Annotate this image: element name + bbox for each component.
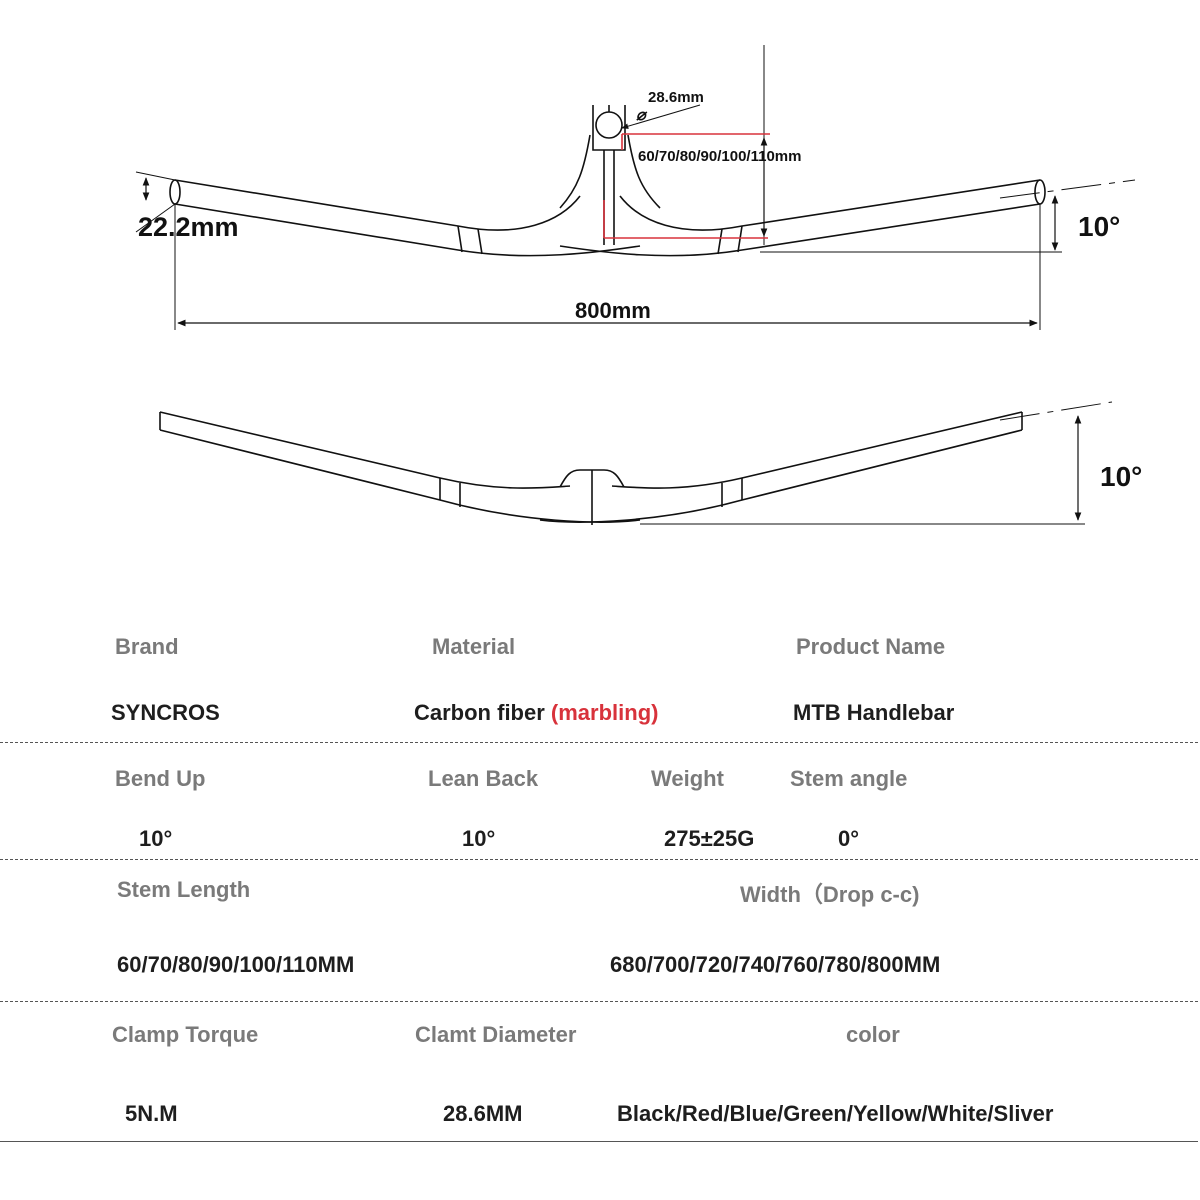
separator [0,859,1198,860]
bottom-rule [0,1141,1198,1142]
material-note: (marbling) [550,700,659,725]
clamp-diameter-label: 28.6mm [648,89,704,106]
bend-top-label: 10° [1100,461,1142,492]
stem-angle-value: 0° [838,826,860,851]
material-label: Material [432,634,516,659]
product-name-value: MTB Handlebar [793,700,955,725]
stem-length-box [603,133,770,239]
material-main: Carbon fiber [414,700,545,725]
stem-angle-label: Stem angle [790,766,908,791]
lean-back-value: 10° [462,826,496,851]
top-view [159,401,1113,525]
bend-up-value: 10° [139,826,173,851]
separator [0,742,1198,743]
clamp-torque-label: Clamp Torque [112,1022,259,1047]
stem-length-label: Stem Length [117,877,251,902]
width-spec-value: 680/700/720/740/760/780/800MM [610,952,941,977]
brand-value: SYNCROS [111,700,220,725]
clamp-leader [621,104,701,129]
bend-front-label: 10° [1078,211,1120,242]
weight-value: 275±25G [664,826,755,851]
clamp-diameter-spec-value: 28.6MM [443,1101,523,1126]
bend-up-label: Bend Up [115,766,206,791]
clamp-diameter-spec-label: Clamt Diameter [415,1022,577,1047]
bar-diameter-label: 22.2mm [138,212,239,242]
product-name-label: Product Name [796,634,946,659]
clamp-torque-value: 5N.M [125,1101,178,1126]
color-value: Black/Red/Blue/Green/Yellow/White/Sliver [617,1101,1054,1126]
width-spec-label: Width（Drop c-c) [740,882,920,907]
stem-length-value: 60/70/80/90/100/110MM [117,952,355,977]
phi-symbol: ⌀ [636,107,648,124]
width-label: 800mm [575,298,651,323]
weight-label: Weight [651,766,724,791]
separator [0,1001,1198,1002]
color-label: color [846,1022,900,1047]
brand-label: Brand [115,634,179,659]
material-value: Carbon fiber (marbling) [414,700,658,726]
bar-diameter-leaders [135,171,176,233]
lean-back-label: Lean Back [428,766,539,791]
handlebar-drawing: ⌀ 28.6mm 60/70/80/90/100/110mm 22.2mm 80… [135,45,1142,525]
stem-lengths-label: 60/70/80/90/100/110mm [638,148,801,165]
